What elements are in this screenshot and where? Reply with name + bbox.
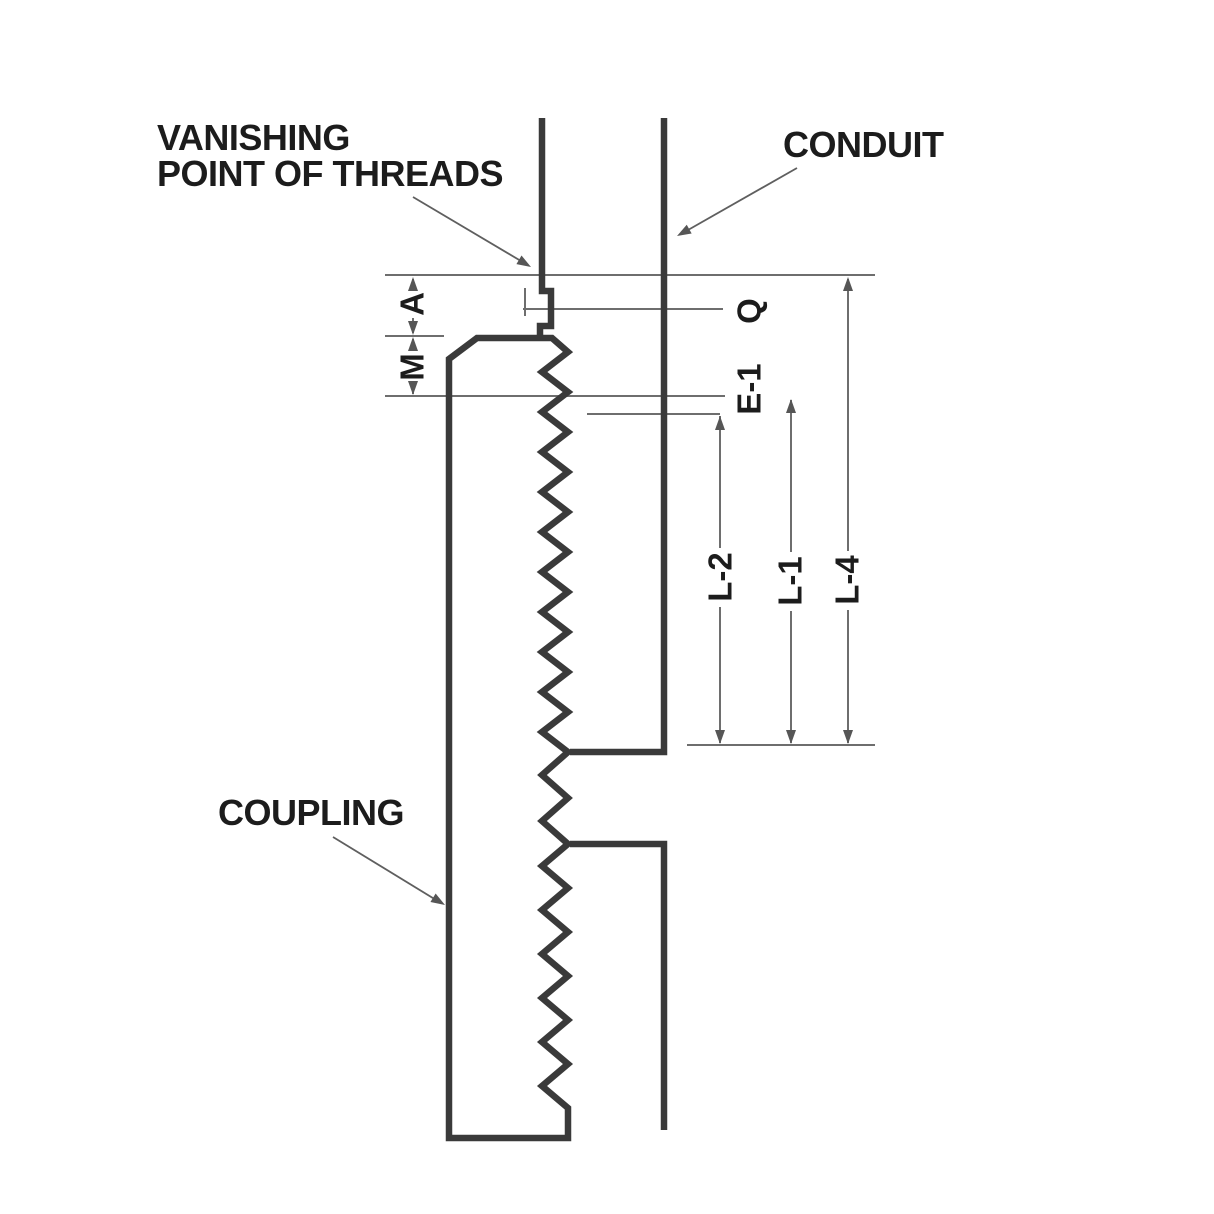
dimension-lines bbox=[385, 274, 875, 746]
arrow-icon bbox=[786, 399, 796, 413]
arrow-icon bbox=[674, 224, 692, 241]
arrow-icon bbox=[516, 255, 534, 272]
arrow-icon bbox=[408, 277, 418, 291]
coupling-outline bbox=[445, 334, 574, 1142]
dim-label-q: Q bbox=[731, 298, 768, 324]
coupling-leader bbox=[332, 836, 442, 904]
conduit-upper-outer-wall bbox=[536, 118, 555, 336]
leader-arrows bbox=[332, 167, 798, 910]
arrow-icon bbox=[430, 893, 448, 910]
dim-label-m: M bbox=[394, 353, 431, 381]
arrow-icon bbox=[408, 337, 418, 351]
dim-label-a: A bbox=[394, 292, 431, 316]
arrow-icon bbox=[715, 416, 725, 430]
coupling-label: COUPLING bbox=[218, 792, 404, 833]
dim-label-l4: L-4 bbox=[829, 555, 866, 605]
conduit-lower-wall-and-end bbox=[570, 840, 668, 1130]
arrowheads bbox=[408, 277, 853, 744]
arrow-icon bbox=[786, 730, 796, 744]
conduit-upper-wall-and-end bbox=[570, 118, 668, 756]
part-outlines bbox=[445, 118, 668, 1142]
text-labels: VANISHING POINT OF THREADS CONDUIT COUPL… bbox=[157, 117, 944, 833]
arrow-icon bbox=[715, 730, 725, 744]
arrow-icon bbox=[408, 381, 418, 395]
dim-label-l2: L-2 bbox=[702, 552, 739, 602]
conduit-label: CONDUIT bbox=[783, 124, 944, 165]
conduit-leader bbox=[680, 167, 798, 235]
dim-label-l1: L-1 bbox=[772, 556, 809, 606]
dim-label-e1: E-1 bbox=[731, 363, 768, 414]
vanishing-point-label-line1: VANISHING bbox=[157, 117, 350, 158]
arrow-icon bbox=[408, 321, 418, 335]
arrow-icon bbox=[843, 730, 853, 744]
vanishing-point-label-line2: POINT OF THREADS bbox=[157, 153, 503, 194]
arrow-icon bbox=[843, 277, 853, 291]
vanishing-point-leader bbox=[412, 196, 527, 265]
